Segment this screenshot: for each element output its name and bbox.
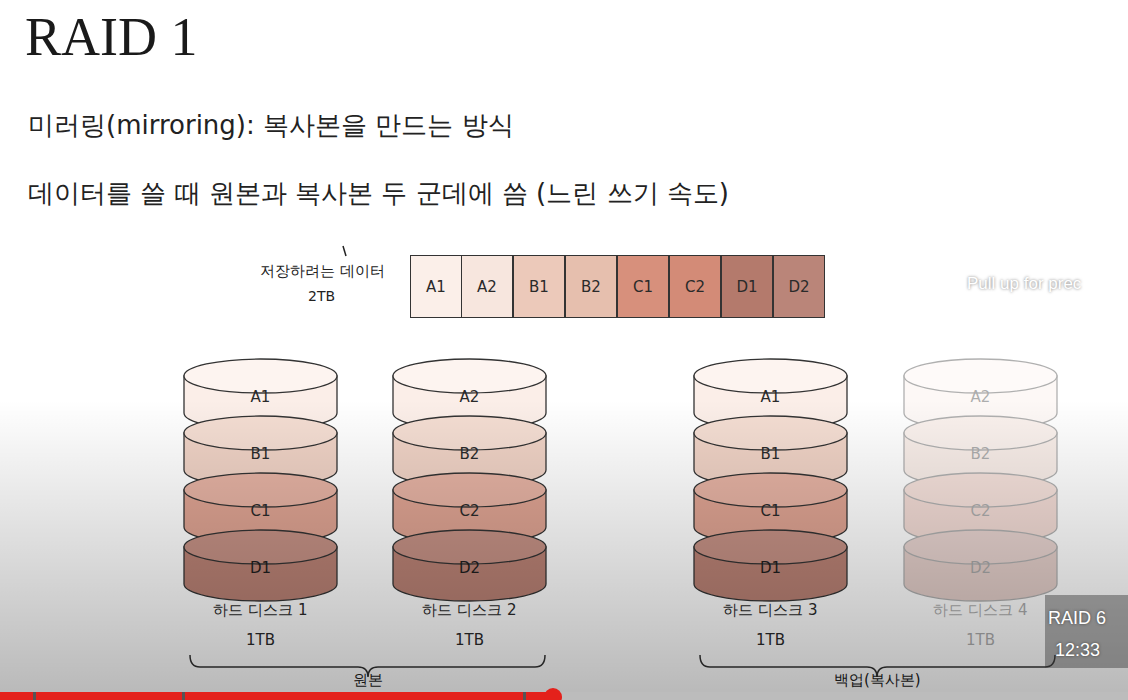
hard-disk: 하드 디스크 31TBA1B1C1D1 (693, 358, 848, 658)
progress-played (0, 692, 555, 700)
block-label: D2 (903, 559, 1058, 577)
progress-track (0, 692, 1128, 700)
hard-disk: 하드 디스크 21TBA2B2C2D2 (392, 358, 547, 658)
group-label: 원본 (353, 671, 383, 690)
block-label: D1 (693, 559, 848, 577)
disk-size: 1TB (883, 631, 1078, 649)
block-label: C2 (903, 502, 1058, 520)
block-label: C1 (633, 278, 653, 296)
block-label: B2 (392, 445, 547, 463)
disk-platter: D2 (903, 529, 1058, 604)
data-block: B1 (513, 255, 565, 318)
block-label: A2 (903, 388, 1058, 406)
data-caption: 저장하려는 데이터 (260, 262, 385, 281)
hard-disk: 하드 디스크 41TBA2B2C2D2 (903, 358, 1058, 658)
progress-handle (544, 688, 562, 700)
block-label: D2 (392, 559, 547, 577)
block-label: B1 (529, 278, 549, 296)
cursor (343, 246, 346, 256)
block-label: B1 (693, 445, 848, 463)
disk-size: 1TB (372, 631, 567, 649)
disk-size: 1TB (163, 631, 358, 649)
chapter-title: RAID 6 (1048, 608, 1106, 629)
chapter-panel (1045, 595, 1128, 668)
data-block: B2 (565, 255, 617, 318)
size-label: 2TB (308, 288, 335, 304)
block-label: B2 (903, 445, 1058, 463)
block-label: A2 (392, 388, 547, 406)
data-block: C2 (669, 255, 721, 318)
block-label: A1 (426, 278, 446, 296)
chapter-gap (33, 692, 36, 700)
slide-title: RAID 1 (25, 6, 198, 68)
block-label: C1 (183, 502, 338, 520)
description-text: 데이터를 쓸 때 원본과 복사본 두 군데에 씀 (느린 쓰기 속도) (28, 176, 729, 211)
bottom-shade (0, 400, 1128, 700)
description-text: 미러링(mirroring): 복사본을 만드는 방식 (28, 108, 514, 143)
block-label: A1 (183, 388, 338, 406)
disk-platter: D1 (183, 529, 338, 604)
group-label: 백업(복사본) (834, 671, 921, 690)
disk-platter: D1 (693, 529, 848, 604)
disk-name: 하드 디스크 2 (372, 601, 567, 620)
data-block: A2 (461, 255, 513, 318)
block-label: B2 (581, 278, 601, 296)
block-label: D1 (183, 559, 338, 577)
data-block: C1 (617, 255, 669, 318)
hard-disk: 하드 디스크 11TBA1B1C1D1 (183, 358, 338, 658)
chapter-gap (182, 692, 185, 700)
disk-platter: D2 (392, 529, 547, 604)
data-block: A1 (410, 255, 462, 318)
block-label: B1 (183, 445, 338, 463)
data-block: D1 (721, 255, 773, 318)
disk-name: 하드 디스크 1 (163, 601, 358, 620)
chapter-gap (523, 692, 526, 700)
block-label: C1 (693, 502, 848, 520)
block-label: D2 (788, 278, 809, 296)
block-label: A2 (477, 278, 497, 296)
block-label: C2 (685, 278, 705, 296)
block-label: A1 (693, 388, 848, 406)
block-label: C2 (392, 502, 547, 520)
disk-size: 1TB (673, 631, 868, 649)
chapter-time: 12:33 (1055, 640, 1100, 661)
data-block: D2 (773, 255, 825, 318)
disk-name: 하드 디스크 3 (673, 601, 868, 620)
overlay-hint: Pull up for prec (967, 274, 1081, 294)
block-label: D1 (736, 278, 757, 296)
